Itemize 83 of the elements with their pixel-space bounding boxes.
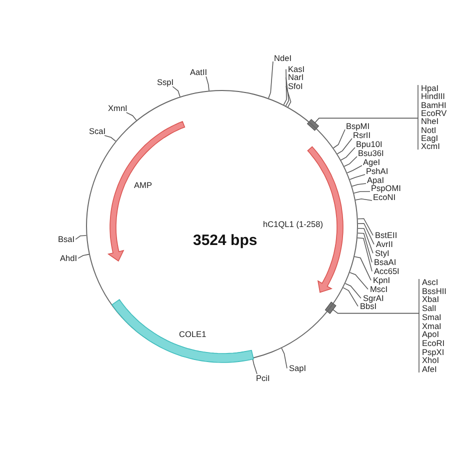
plasmid-size-label: 3524 bps (193, 232, 258, 249)
leader-line (336, 138, 352, 154)
leader-line (268, 61, 274, 99)
restriction-site-label: SmaI (422, 312, 442, 322)
restriction-site-label: EcoRI (422, 338, 445, 348)
restriction-site-label: XmaI (422, 322, 442, 330)
leader-line (358, 228, 374, 254)
restriction-site-label: HpaI (421, 84, 439, 92)
restriction-site-label: EcoNI (373, 193, 396, 202)
restriction-site-label: SspI (157, 78, 174, 86)
leader-line (126, 112, 137, 121)
feature-label: COLE1 (179, 330, 206, 339)
restriction-site-label: PspOMI (371, 184, 401, 192)
restriction-site-label: StyI (375, 249, 390, 258)
restriction-site-label: RsrII (353, 131, 371, 140)
restriction-site-label: PciI (256, 374, 270, 382)
leader-line (354, 191, 370, 194)
restriction-site-label: BssHII (422, 286, 446, 296)
restriction-site-label: MscI (370, 285, 388, 294)
restriction-site-label: XbaI (422, 295, 440, 304)
restriction-site-label: SgrAI (363, 294, 384, 302)
restriction-site-label: ApaI (367, 176, 384, 184)
restriction-site-label: Bsu36I (358, 149, 384, 158)
restriction-site-label: AhdI (60, 254, 78, 262)
restriction-site-label: SfoI (288, 82, 303, 90)
restriction-site-label: NarI (288, 73, 304, 82)
restriction-site-label: NotI (421, 126, 436, 134)
restriction-site-label: AfeI (422, 365, 437, 374)
leader-line (344, 156, 358, 167)
restriction-site-label: EagI (421, 134, 438, 142)
leader-line (355, 198, 372, 201)
restriction-site-label: XmnI (108, 104, 128, 112)
restriction-site-label: XhoI (422, 356, 440, 365)
restriction-site-label: AvrII (376, 240, 393, 248)
restriction-site-label: ApoI (422, 330, 440, 339)
leader-line (344, 283, 362, 299)
restriction-site-label: SapI (289, 364, 306, 372)
leader-line (346, 165, 362, 174)
leader-line (78, 254, 90, 259)
leader-line (352, 183, 366, 187)
restriction-site-label: AgeI (363, 158, 380, 166)
restriction-site-label: Bpu10I (356, 140, 382, 148)
leader-line (349, 174, 366, 180)
leader-line (340, 147, 356, 160)
restriction-site-label: HindIII (421, 92, 445, 101)
leader-line (172, 86, 180, 98)
leader-line (358, 223, 374, 245)
restriction-site-label: Acc65I (374, 267, 400, 276)
leader-line (312, 84, 418, 150)
leader-line (252, 358, 258, 374)
restriction-site-label: BsaI (58, 235, 75, 244)
restriction-site-label: AscI (422, 278, 438, 286)
leader-line (281, 348, 288, 369)
leader-line (104, 135, 116, 142)
restriction-site-label: PspXI (422, 348, 444, 356)
feature-label: AMP (134, 181, 152, 190)
restriction-site-label: EcoRV (421, 108, 447, 118)
restriction-site-label: KasI (288, 65, 305, 74)
restriction-site-label: XcmI (421, 142, 440, 151)
leader-line (357, 218, 374, 236)
leader-line (333, 129, 346, 148)
restriction-site-label: KpnI (373, 276, 390, 284)
feature-label: hC1QL1 (1-258) (263, 220, 323, 229)
restriction-site-label: BsaAI (374, 258, 396, 266)
leader-line (283, 68, 287, 106)
restriction-site-label: BspMI (346, 122, 370, 130)
leader-line (357, 232, 372, 263)
restriction-site-label: BbsI (360, 302, 377, 310)
leader-line (75, 235, 87, 240)
restriction-site-label: AatII (190, 68, 208, 76)
restriction-site-label: BstEII (375, 231, 398, 240)
restriction-site-label: BamHI (421, 100, 446, 110)
restriction-site-label: SalI (422, 304, 436, 313)
leader-line (342, 287, 358, 307)
restriction-site-label: NdeI (274, 54, 292, 62)
leader-line (349, 272, 368, 290)
leader-line (357, 238, 372, 272)
leader-line (354, 256, 372, 281)
restriction-site-label: PshAI (366, 167, 388, 176)
leader-line (206, 76, 210, 91)
leader-line (285, 76, 290, 106)
restriction-site-label: NheI (421, 117, 439, 126)
leader-line (286, 86, 292, 108)
